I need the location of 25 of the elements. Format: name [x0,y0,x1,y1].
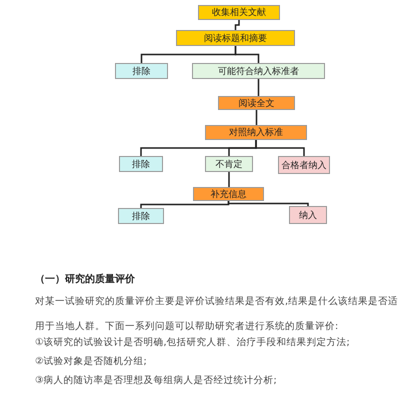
list-item: ①该研究的试验设计是否明确,包括研究人群、治疗手段和结果判定方法; [35,336,350,349]
list-item: ③病人的随访率是否理想及每组病人是否经过统计分析; [35,374,277,387]
process-box: 补充信息 [193,187,264,201]
process-box: 阅读全文 [218,96,295,110]
paragraph: 对某一试验研究的质量评价主要是评价试验结果是否有效,结果是什么该结果是否适用于当地人群。下面一系列问题可以帮助研究者进行系统的质量评价: [35,295,400,334]
connector-line [228,201,309,206]
process-box: 阅读标题和摘要 [176,30,295,46]
section-heading: （一）研究的质量评价 [35,272,135,286]
connector-line [140,201,230,208]
connector-line [258,79,260,96]
connector-line [256,110,258,125]
connector-line [234,20,240,30]
process-box: 排除 [118,208,164,224]
list-item: ②试验对象是否随机分组; [35,355,147,368]
process-box: 纳入 [289,206,327,224]
process-box: 合格者纳入 [278,156,330,174]
process-box: 对照纳入标准 [205,125,307,140]
process-box: 收集相关文献 [198,5,280,20]
process-box: 排除 [119,156,163,172]
process-box: 不肯定 [205,156,253,172]
process-box: 排除 [115,63,168,79]
connector-line [228,172,230,187]
connector-line [255,140,305,156]
connector-line [234,46,260,63]
process-box: 可能符合纳入标准者 [192,63,325,79]
